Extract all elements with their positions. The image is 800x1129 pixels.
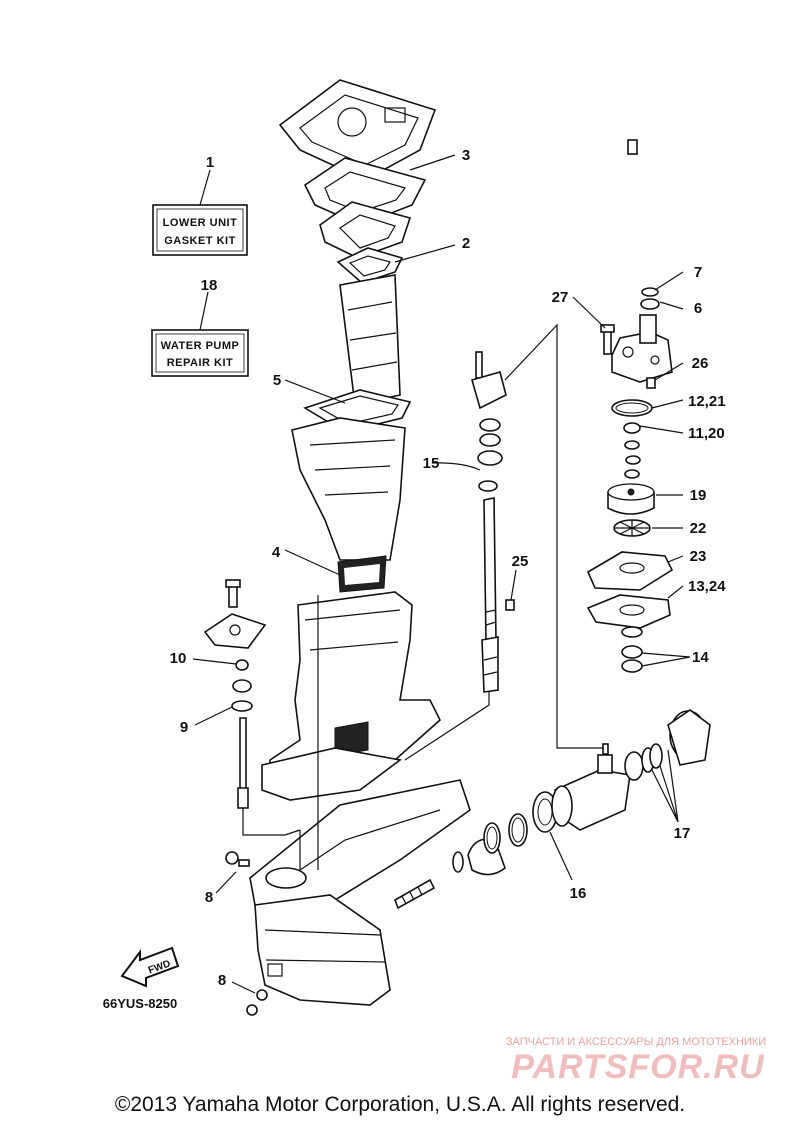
impeller-22 xyxy=(613,519,651,537)
spacer-plate xyxy=(319,201,412,259)
gasket-3 xyxy=(303,157,427,226)
bearing-cap xyxy=(667,709,711,766)
callout-8-lower: 8 xyxy=(218,972,226,989)
callout-19: 19 xyxy=(690,487,707,504)
repair-kit-line-1: WATER PUMP xyxy=(161,340,240,352)
callout-12-21: 12,21 xyxy=(688,393,726,410)
o-ring-9 xyxy=(231,700,253,712)
callout-17: 17 xyxy=(674,825,691,842)
connector-lines xyxy=(242,323,604,870)
callout-11-20: 11,20 xyxy=(688,425,725,442)
repair-kit-line-2: REPAIR KIT xyxy=(167,357,234,369)
callout-8-upper: 8 xyxy=(205,889,213,906)
lower-casing-housing xyxy=(261,591,441,801)
grommet xyxy=(232,679,252,693)
callout-5: 5 xyxy=(273,372,281,389)
watermark-brand: PARTSFOR.RU xyxy=(511,1048,765,1086)
water-pump-housing xyxy=(611,287,673,383)
seals-17 xyxy=(641,743,663,773)
callout-18: 18 xyxy=(201,277,218,294)
callout-16: 16 xyxy=(570,885,587,902)
seals-14 xyxy=(621,626,643,673)
propeller-shaft-housing xyxy=(551,751,644,831)
gear-case xyxy=(249,779,471,1006)
plate-23 xyxy=(586,551,674,591)
callout-23: 23 xyxy=(690,548,707,565)
upper-casing xyxy=(291,417,406,593)
impeller-housing-19 xyxy=(607,483,655,515)
bolt-27 xyxy=(600,324,615,355)
exhaust-guide xyxy=(339,274,401,406)
water-tube xyxy=(627,139,652,286)
gasket-2 xyxy=(336,247,404,284)
dowel-26 xyxy=(646,377,656,389)
diagram-code: 66YUS-8250 xyxy=(103,996,177,1011)
callout-4: 4 xyxy=(272,544,281,561)
shift-rod-cover xyxy=(203,579,267,649)
callout-3: 3 xyxy=(462,147,470,164)
water-pump-repair-kit-box: WATER PUMP REPAIR KIT xyxy=(151,329,249,377)
seal-stack xyxy=(623,422,641,479)
callout-25: 25 xyxy=(512,553,529,570)
callout-10: 10 xyxy=(170,650,187,667)
callout-27: 27 xyxy=(552,289,569,306)
callout-7: 7 xyxy=(694,264,702,281)
shift-rod xyxy=(237,717,249,809)
callout-labels: 1 2 3 4 5 6 7 8 8 9 10 11,20 12,21 13,24… xyxy=(170,147,727,989)
leader-lines xyxy=(192,154,691,994)
callout-14: 14 xyxy=(692,649,709,666)
bolt-25 xyxy=(505,599,515,611)
gasket-kit-line-2: GASKET KIT xyxy=(164,235,236,247)
seal-10 xyxy=(235,659,249,671)
callout-1: 1 xyxy=(206,154,214,171)
callout-15: 15 xyxy=(423,455,440,472)
gasket-13-24 xyxy=(586,594,671,629)
pin-near-housing xyxy=(602,743,609,755)
screw-8-lower xyxy=(246,989,268,1016)
callout-2: 2 xyxy=(462,235,470,252)
lower-unit-gasket-kit-box: LOWER UNIT GASKET KIT xyxy=(152,204,248,256)
o-ring-12-21 xyxy=(611,399,653,417)
propeller-shaft xyxy=(394,878,436,910)
gasket-kit-line-1: LOWER UNIT xyxy=(163,217,238,229)
callout-6: 6 xyxy=(694,300,702,317)
copyright-notice: ©2013 Yamaha Motor Corporation, U.S.A. A… xyxy=(114,1093,686,1116)
shim-ring-1 xyxy=(483,822,501,854)
callout-9: 9 xyxy=(180,719,188,736)
callout-22: 22 xyxy=(690,520,707,537)
drive-shaft xyxy=(471,351,507,693)
thrust-washer xyxy=(452,851,464,873)
screw-8-upper xyxy=(225,851,250,867)
fwd-arrow-icon: FWD xyxy=(120,946,180,988)
callout-13-24: 13,24 xyxy=(688,578,726,595)
shim-ring-2 xyxy=(508,813,528,847)
callout-26: 26 xyxy=(692,355,709,372)
top-gasket-plate xyxy=(278,79,437,181)
watermark-tagline: ЗАПЧАСТИ И АКСЕССУАРЫ ДЛЯ МОТОТЕХНИКИ xyxy=(506,1036,766,1048)
watermark: ЗАПЧАСТИ И АКСЕССУАРЫ ДЛЯ МОТОТЕХНИКИ PA… xyxy=(506,1036,766,1086)
